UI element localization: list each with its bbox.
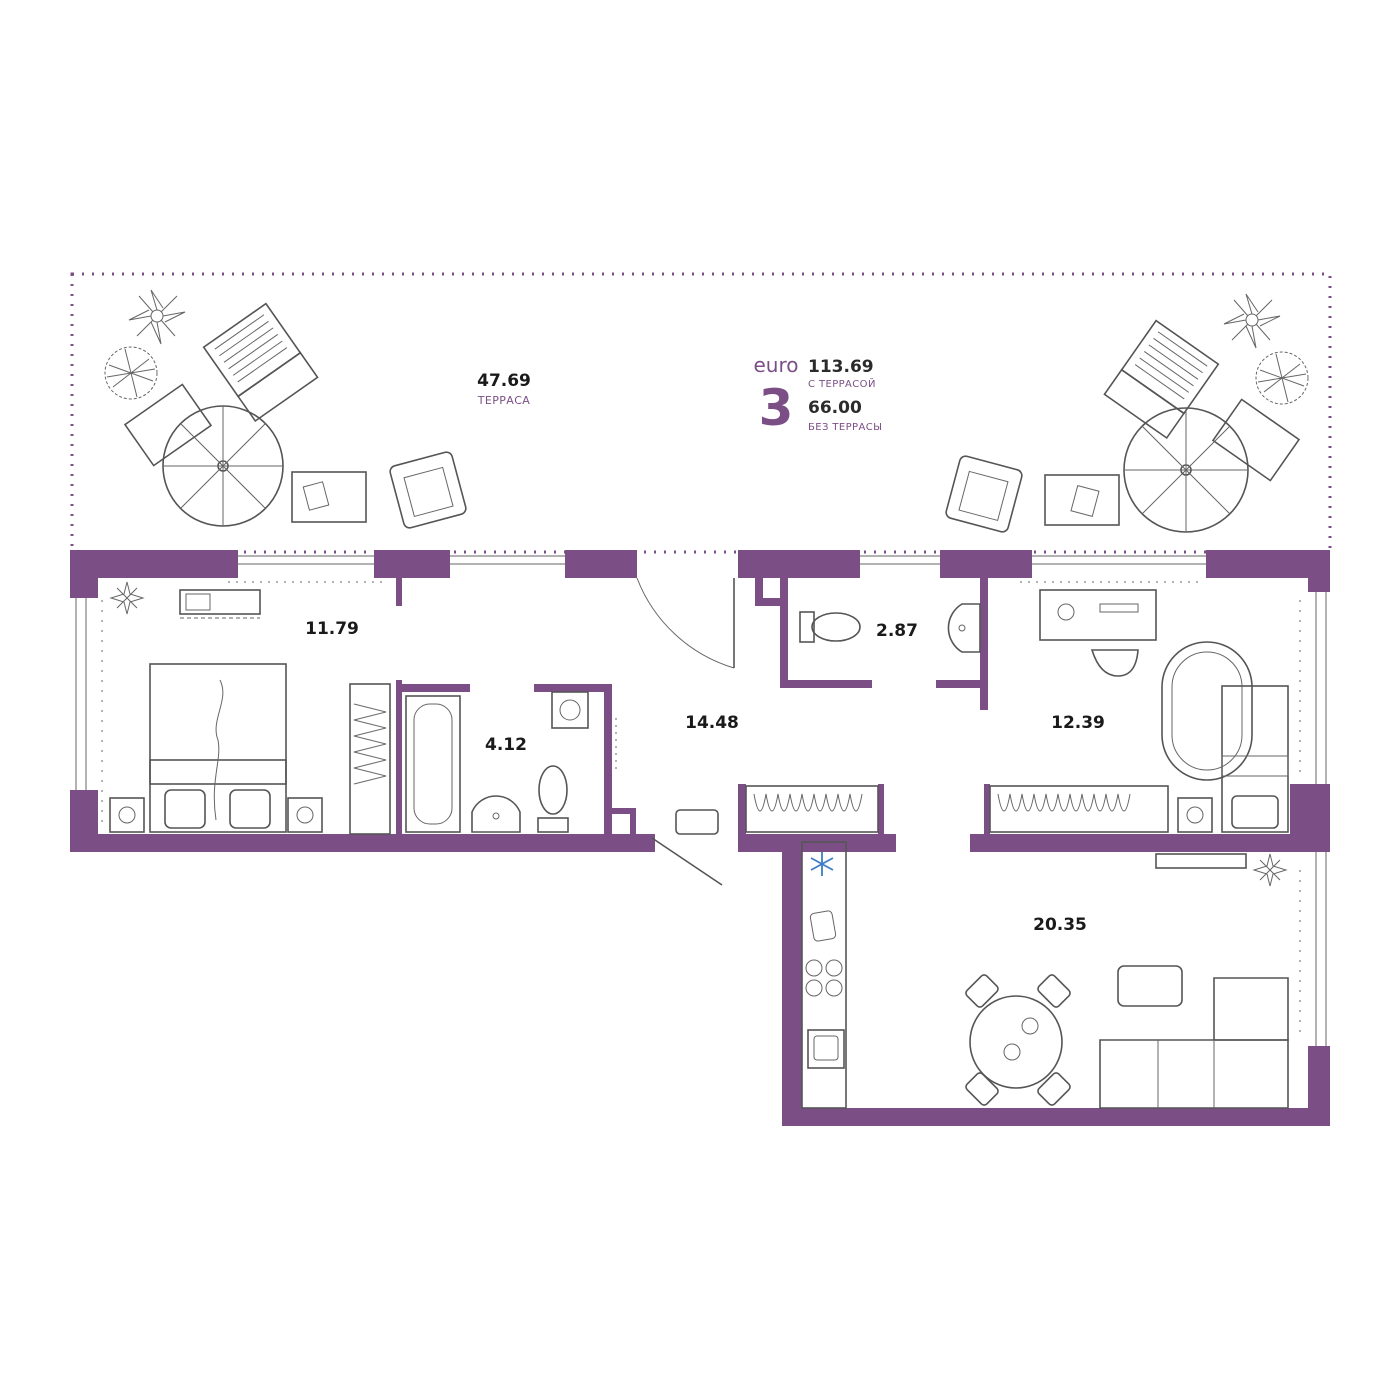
dining-table-icon (965, 974, 1071, 1106)
desk-icon (1039, 589, 1157, 677)
walls (70, 550, 1330, 1126)
sofa-icon (1099, 977, 1289, 1109)
plant-icon (109, 581, 145, 615)
terrace: 47.69 ТЕРРАСА (70, 272, 1332, 554)
umbrella-icon (162, 405, 284, 527)
bathroom: 4.12 (405, 691, 617, 833)
bedroom-area: 11.79 (305, 619, 359, 639)
toilet-icon (537, 765, 569, 833)
area-total: 113.69 (808, 357, 874, 377)
wardrobe-icon (349, 683, 391, 835)
terrace-area: 47.69 (477, 371, 531, 391)
bench-icon (675, 809, 719, 835)
windows (75, 555, 1327, 1046)
nightstand-icon (109, 797, 323, 833)
sunbed-icon (123, 383, 213, 467)
living-kitchen-area: 20.35 (1033, 915, 1087, 935)
bed-icon (149, 663, 287, 833)
office: 12.39 (989, 581, 1301, 833)
rooms-count: 3 (759, 379, 794, 437)
plant-icon (128, 289, 186, 345)
bathroom-area: 4.12 (485, 735, 527, 755)
tv-icon (1155, 853, 1247, 869)
area-living: 66.00 (808, 398, 862, 418)
wardrobe-icon (745, 785, 879, 833)
plant-icon (1252, 853, 1288, 887)
washing-machine-icon (1177, 797, 1213, 833)
coffee-table-icon (1117, 965, 1183, 1007)
living-kitchen: 20.35 (801, 841, 1301, 1109)
series-label: euro (754, 353, 799, 377)
table-icon (291, 471, 367, 523)
toilet-icon (799, 611, 861, 643)
hall: 14.48 (675, 713, 879, 835)
cutting-board-icon (809, 910, 837, 942)
sunbed-icon (1103, 319, 1220, 440)
desk-icon (179, 589, 261, 619)
wc-area: 2.87 (876, 621, 918, 641)
plant-icon (1223, 293, 1281, 349)
table-icon (1044, 474, 1120, 526)
umbrella-icon (1123, 407, 1249, 533)
armchair-icon (945, 455, 1023, 533)
washbasin-icon (471, 795, 521, 833)
terrace-label: ТЕРРАСА (477, 394, 531, 407)
area-total-label: С ТЕРРАСОЙ (808, 377, 876, 390)
apartment-summary: euro 3 113.69 С ТЕРРАСОЙ 66.00 БЕЗ ТЕРРА… (754, 353, 882, 437)
area-living-label: БЕЗ ТЕРРАСЫ (808, 422, 882, 433)
washbasin-icon (947, 603, 981, 653)
snowflake-icon (810, 852, 834, 876)
bathtub-icon (405, 695, 461, 833)
hall-area: 14.48 (685, 713, 739, 733)
wardrobe-icon (989, 785, 1169, 833)
sunbed-icon (1211, 398, 1301, 482)
bed-icon (1221, 685, 1289, 833)
washing-machine-icon (551, 691, 589, 729)
office-area: 12.39 (1051, 713, 1105, 733)
armchair-icon (389, 451, 467, 529)
bedroom: 11.79 (101, 581, 391, 835)
wc: 2.87 (799, 603, 981, 653)
bathtub-icon (1161, 641, 1253, 781)
plant-icon (1255, 351, 1309, 405)
stove-icon (805, 959, 843, 997)
sunbed-icon (202, 302, 319, 423)
sink-icon (807, 1029, 845, 1069)
plant-icon (104, 346, 158, 400)
kitchen-counter (801, 841, 847, 1109)
entrance-door (636, 577, 735, 886)
